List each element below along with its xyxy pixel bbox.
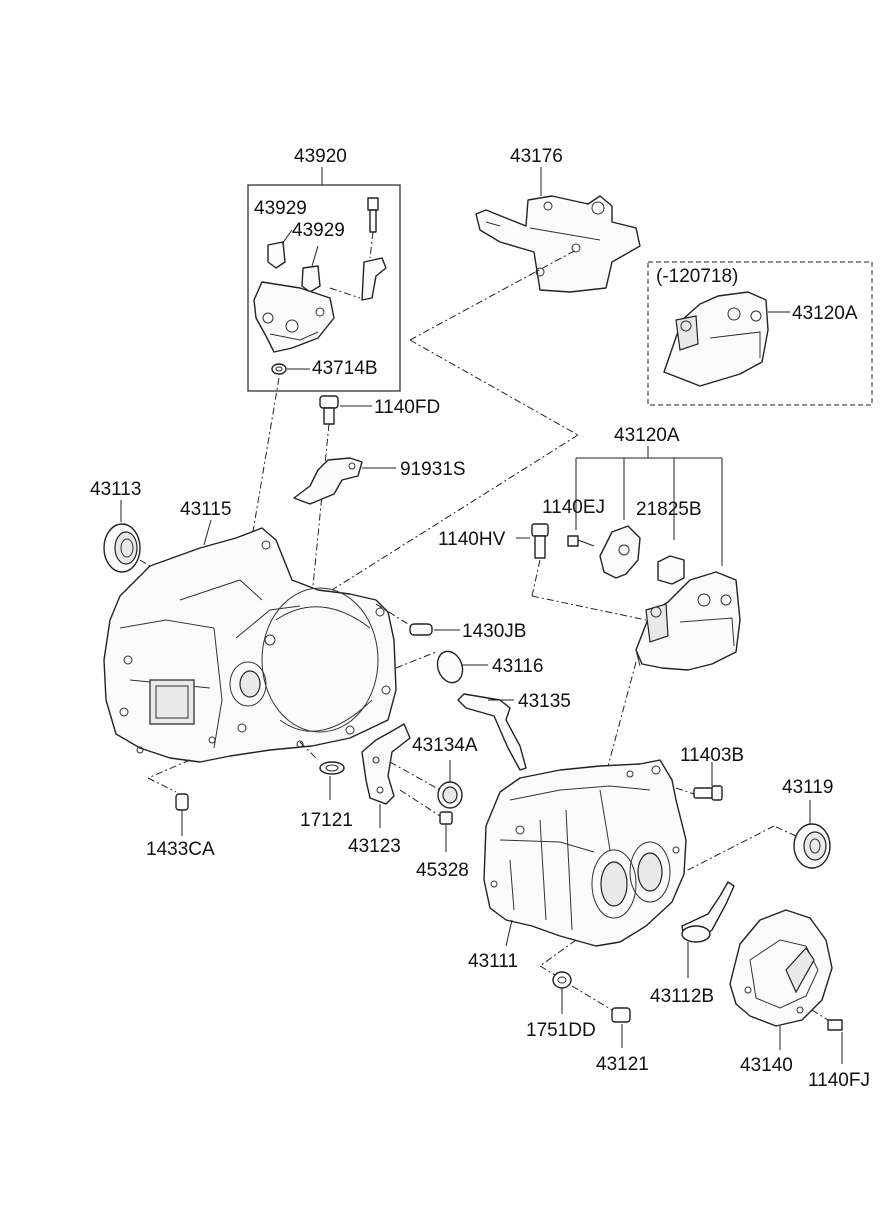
dowel-1430JB <box>375 603 460 636</box>
bolt-1140FD <box>311 395 372 597</box>
magnet-43116 <box>395 650 488 684</box>
part-number-labels: 43920 43929 43929 43714B 43176 (-120718)… <box>90 146 870 1091</box>
bracket-43176 <box>475 167 641 293</box>
bolt-45328 <box>399 789 453 852</box>
label-43116: 43116 <box>492 656 543 677</box>
bolt-1140FJ <box>811 1009 843 1064</box>
mount-bracket-43120A <box>516 446 741 797</box>
transmission-case-43111 <box>483 759 687 947</box>
label-45328: 45328 <box>416 860 469 881</box>
label-1430JB: 1430JB <box>462 621 526 642</box>
label-variant-120718: (-120718) <box>656 266 738 287</box>
label-43115: 43115 <box>180 499 231 520</box>
drain-plug-43121 <box>571 985 631 1048</box>
bracket-91931S <box>293 457 396 505</box>
label-43113: 43113 <box>90 479 141 500</box>
label-1140EJ: 1140EJ <box>542 497 605 518</box>
bracket-kit-43920 <box>247 167 401 392</box>
oil-seal-43113 <box>103 500 171 579</box>
label-17121: 17121 <box>300 810 353 831</box>
label-43119: 43119 <box>782 777 833 798</box>
mount-bracket-variant-box <box>647 261 873 406</box>
label-11403B: 11403B <box>680 745 744 766</box>
label-1751DD: 1751DD <box>526 1020 596 1041</box>
oil-seal-43134A <box>389 760 463 809</box>
oil-guide-43112B <box>681 881 735 978</box>
label-43123: 43123 <box>348 836 401 857</box>
label-43920: 43920 <box>294 146 347 167</box>
label-21825B: 21825B <box>636 499 702 520</box>
dowel-1433CA <box>147 759 191 836</box>
label-43929-b: 43929 <box>292 220 345 241</box>
bolt-11403B <box>675 762 723 801</box>
label-43120A-variant: 43120A <box>792 303 858 324</box>
oil-seal-43119 <box>683 800 831 873</box>
end-cover-43140 <box>729 909 833 1050</box>
guide-43123 <box>361 723 411 828</box>
label-43121: 43121 <box>596 1054 649 1075</box>
clutch-housing-43115 <box>103 519 397 763</box>
label-1140FJ: 1140FJ <box>808 1070 870 1091</box>
oil-guide-43135 <box>457 693 527 771</box>
o-ring-17121 <box>299 741 345 800</box>
label-43140: 43140 <box>740 1055 793 1076</box>
label-43120A: 43120A <box>614 425 680 446</box>
label-43112B: 43112B <box>650 986 714 1007</box>
label-1140HV: 1140HV <box>438 529 506 550</box>
label-43135: 43135 <box>518 691 571 712</box>
label-1433CA: 1433CA <box>146 839 215 860</box>
label-43111: 43111 <box>468 951 518 972</box>
label-43929-a: 43929 <box>254 198 307 219</box>
label-43134A: 43134A <box>412 735 478 756</box>
label-43176: 43176 <box>510 146 563 167</box>
label-91931S: 91931S <box>400 459 466 480</box>
gasket-1751DD <box>539 939 577 1014</box>
label-43714B: 43714B <box>312 358 378 379</box>
label-1140FD: 1140FD <box>374 397 440 418</box>
